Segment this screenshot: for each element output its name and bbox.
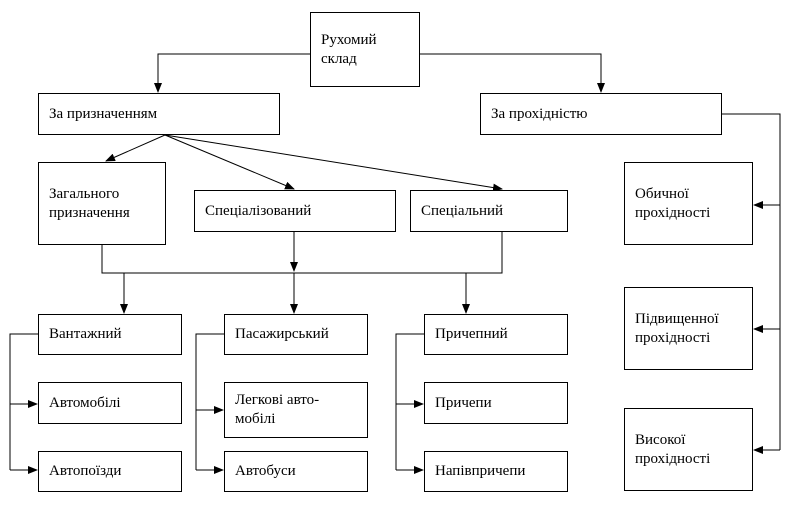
connector-trailer-spine [395, 333, 424, 470]
connector-purpose-general [105, 134, 166, 162]
connector-merge-bus [101, 231, 503, 274]
node-purpose: За призначенням [38, 93, 280, 135]
node-specialized-label: Спеціалізований [205, 202, 312, 219]
node-trailers: Причепи [424, 382, 568, 424]
node-special: Спеціальний [410, 190, 568, 232]
node-root-label: Рухомий склад [321, 31, 377, 67]
node-purpose-label: За призначенням [49, 105, 158, 122]
node-buses-label: Автобуси [235, 463, 296, 479]
node-cars: Автомобілі [38, 382, 182, 424]
connector-passenger-spine [195, 333, 224, 470]
node-root: Рухомий склад [310, 12, 420, 87]
connector-purpose-special [164, 134, 503, 192]
node-light-cars: Легкові авто- мобілі [224, 382, 368, 438]
node-road-trains-label: Автопоїзди [49, 463, 122, 479]
connector-purpose-specialized [164, 134, 295, 190]
node-passability-label: За прохідністю [491, 105, 588, 122]
connector-passability-spine [722, 113, 781, 450]
node-cargo: Вантажний [38, 314, 182, 355]
node-road-trains: Автопоїзди [38, 451, 182, 492]
node-normal-pass-label: Обичної прохідності [635, 185, 711, 221]
node-general: Загального призначення [38, 162, 166, 245]
connector-cargo-spine [9, 333, 38, 470]
node-passability: За прохідністю [480, 93, 722, 135]
node-increased-pass: Підвищенної прохідності [624, 287, 753, 370]
node-specialized: Спеціалізований [194, 190, 396, 232]
node-passenger: Пасажирський [224, 314, 368, 355]
node-general-label: Загального призначення [49, 185, 130, 221]
node-high-pass: Високої прохідності [624, 408, 753, 491]
node-passenger-label: Пасажирський [235, 326, 329, 342]
node-trailers-label: Причепи [435, 394, 492, 411]
node-buses: Автобуси [224, 451, 368, 492]
connector-root-purpose [154, 53, 310, 93]
node-high-pass-label: Високої прохідності [635, 431, 711, 467]
node-trailer-type: Причепний [424, 314, 568, 355]
node-trailer-type-label: Причепний [435, 326, 508, 342]
connector-root-passability [420, 53, 605, 93]
node-special-label: Спеціальний [421, 202, 504, 219]
node-semitrailers-label: Напівпричепи [435, 463, 526, 479]
node-semitrailers: Напівпричепи [424, 451, 568, 492]
node-increased-pass-label: Підвищенної прохідності [635, 310, 719, 346]
node-normal-pass: Обичної прохідності [624, 162, 753, 245]
node-cars-label: Автомобілі [49, 394, 121, 411]
node-cargo-label: Вантажний [49, 326, 122, 342]
node-light-cars-label: Легкові авто- мобілі [235, 392, 320, 427]
